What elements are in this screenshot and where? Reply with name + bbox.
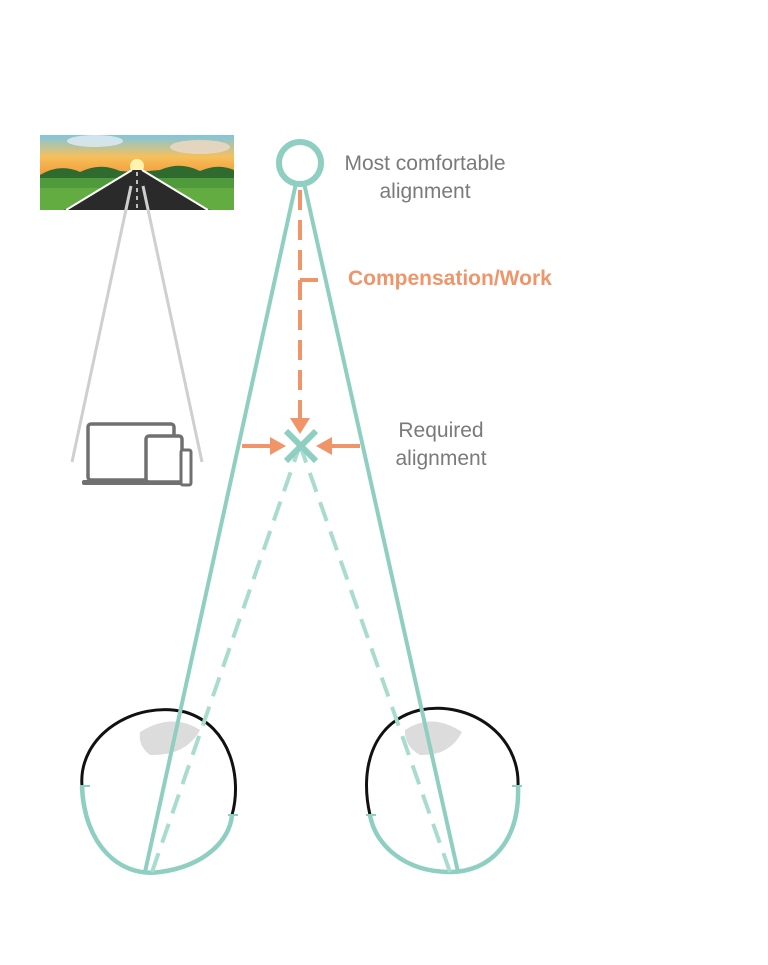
left-eye-icon [79, 708, 238, 875]
required-point-cross [283, 428, 319, 464]
comfortable-point-ring [276, 139, 324, 187]
required-line1: Required [398, 419, 484, 442]
compensation-arrow [290, 190, 318, 434]
required-sight-lines [150, 444, 452, 873]
most-comfortable-label: Most comfortable alignment [330, 150, 520, 206]
compensation-text: Compensation/Work [348, 267, 552, 290]
right-eye-icon [365, 706, 522, 875]
most-comfortable-line2: alignment [379, 180, 471, 203]
required-line2: alignment [395, 447, 487, 470]
required-label: Required alignment [376, 417, 506, 473]
laptop-tablet-icon [82, 422, 193, 487]
most-comfortable-line1: Most comfortable [344, 152, 506, 175]
comfortable-sight-lines [143, 164, 460, 873]
convergence-arrows [242, 437, 360, 455]
compensation-label: Compensation/Work [348, 265, 552, 293]
gray-sight-lines [70, 185, 204, 463]
road-sunset-icon [40, 135, 234, 211]
